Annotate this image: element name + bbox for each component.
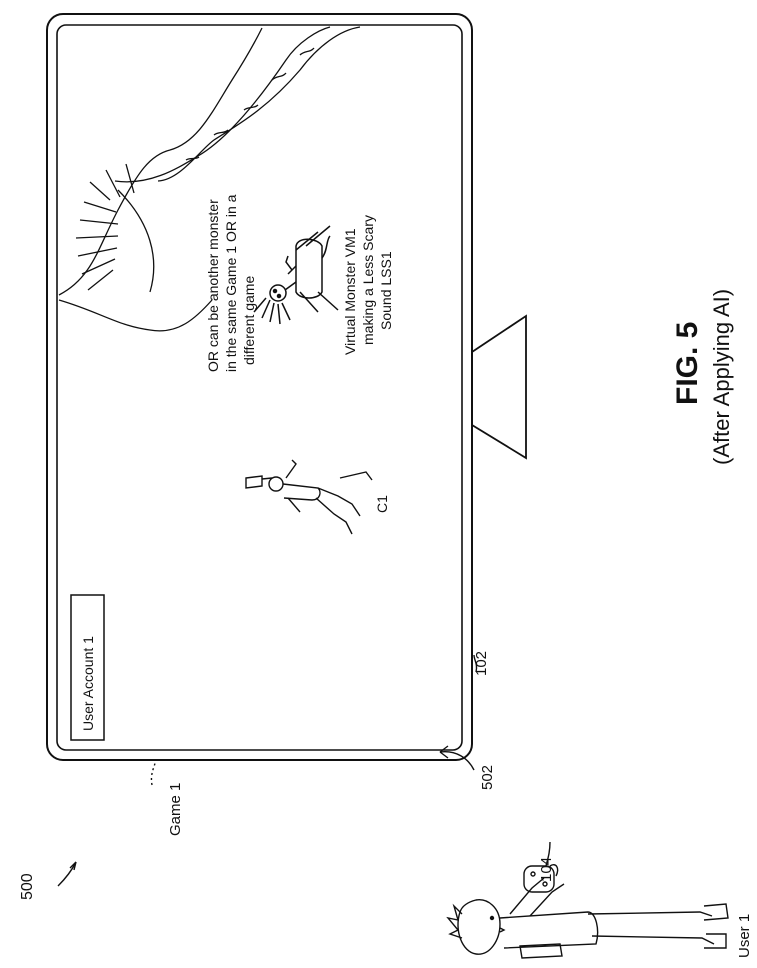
monster-label-line1: Virtual Monster VM1	[342, 228, 358, 355]
annotation-or-line1: OR can be another monster	[205, 199, 221, 372]
annotation-or-line2: in the same Game 1 OR in a	[223, 194, 239, 372]
ref-502-label: 502	[479, 765, 496, 790]
figure-number: FIG. 5	[671, 322, 704, 405]
monster-label-line3: Sound LSS1	[378, 251, 394, 330]
game-label: Game 1	[167, 783, 184, 836]
display-device	[46, 13, 473, 761]
annotation-or-line3: different game	[241, 276, 257, 365]
landscape-scene	[58, 26, 361, 332]
virtual-monster-vm1	[253, 225, 339, 325]
display-stand	[471, 314, 527, 460]
user-account-label: User Account 1	[80, 636, 96, 731]
user-figure	[446, 877, 729, 959]
figure-caption: (After Applying AI)	[709, 289, 734, 465]
monster-label-line2: making a Less Scary	[360, 215, 376, 345]
display-screen	[56, 24, 463, 751]
ref-104-label: 104	[538, 857, 555, 882]
game-controller	[523, 864, 559, 893]
ref-500-label: 500	[19, 873, 36, 900]
user-account-box	[70, 594, 105, 741]
character-c1	[245, 459, 373, 535]
ref-102-label: 102	[473, 651, 490, 676]
reference-leaders	[57, 654, 551, 887]
user-label: User 1	[736, 914, 753, 958]
character-c1-label: C1	[374, 495, 390, 513]
